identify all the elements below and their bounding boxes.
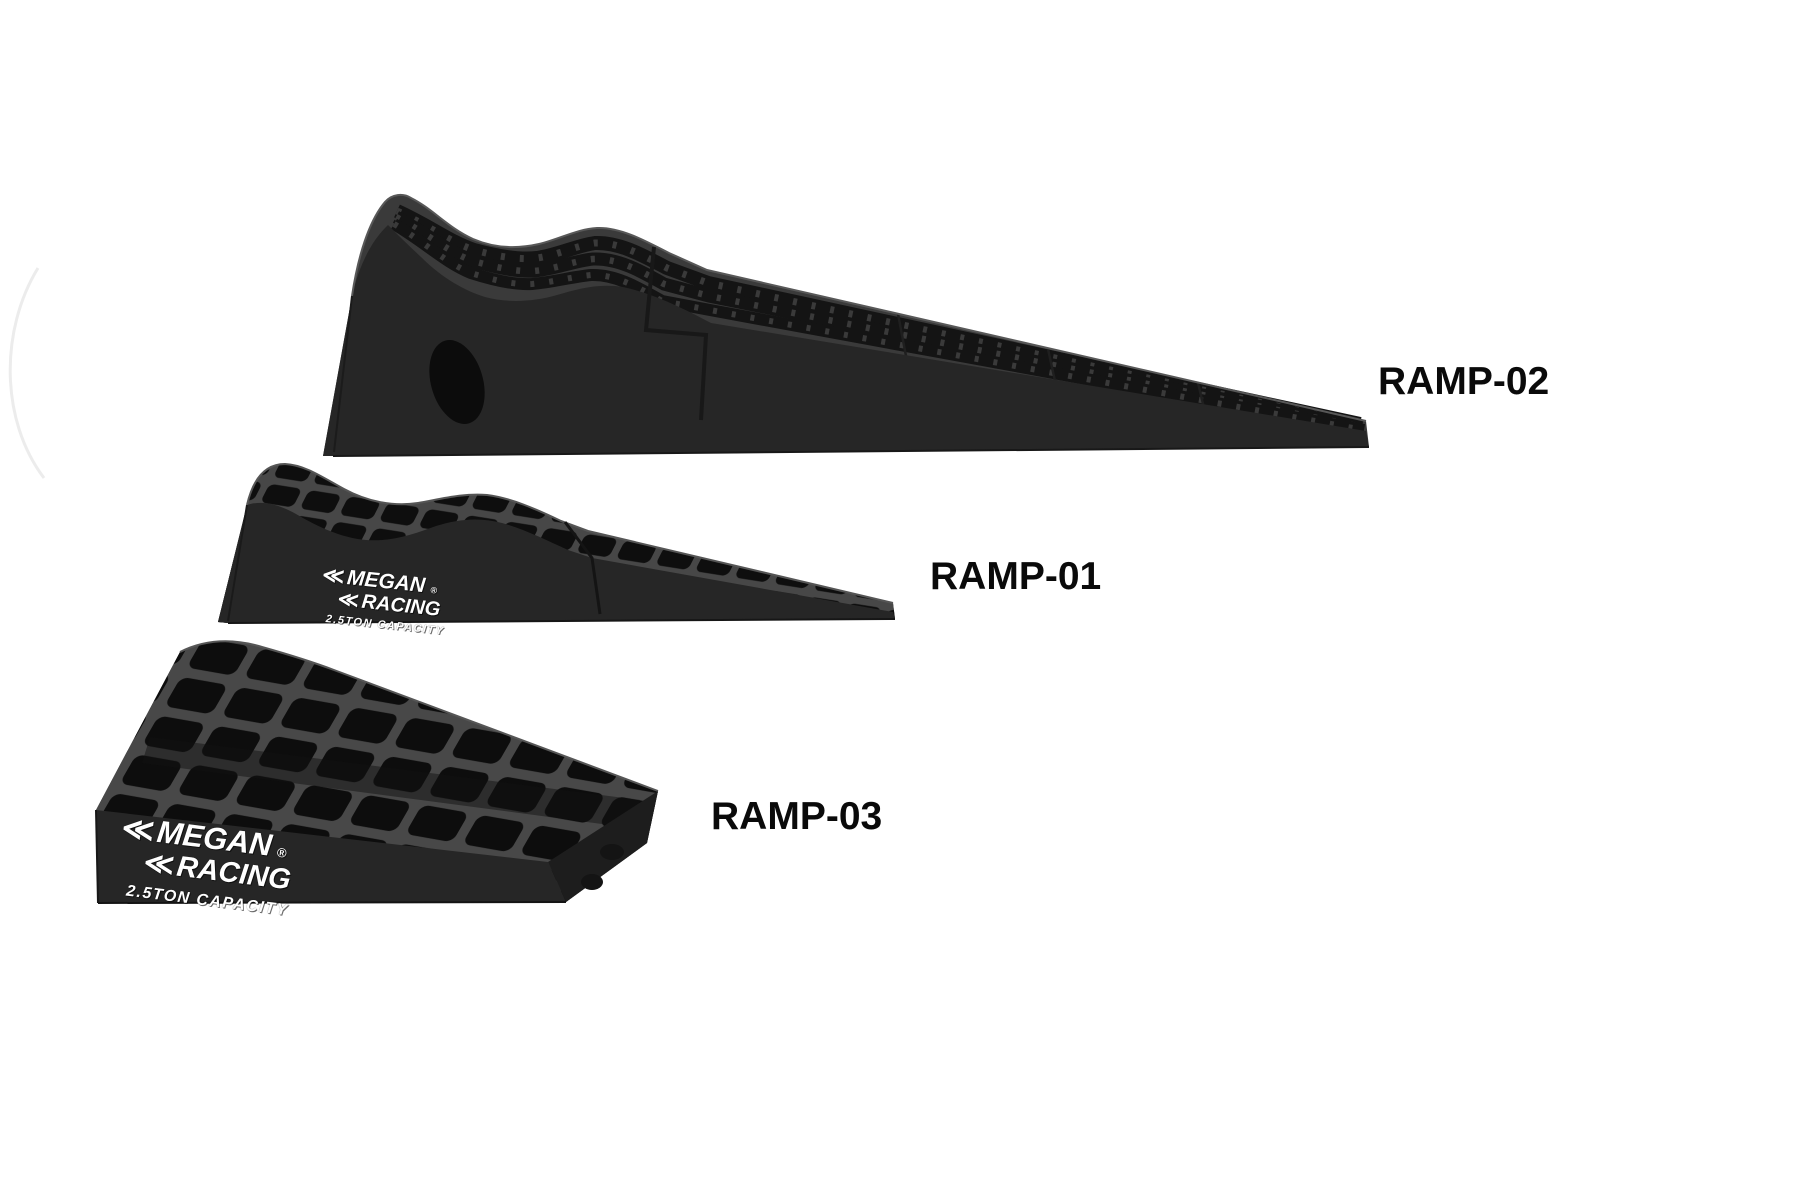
ramp-01-seam xyxy=(563,521,602,615)
ramp-03-foot xyxy=(581,874,603,890)
ramp-01-front-face xyxy=(218,502,895,623)
ramp-03-bottom-edge xyxy=(97,901,567,904)
brand-chevron-icon: ≪ xyxy=(119,809,155,849)
ramp-02-front-face xyxy=(323,225,1369,456)
ramp-02-tread-ticks xyxy=(392,221,1365,433)
ramp-02-panel-joint xyxy=(896,313,908,357)
ramp-01-back-edge-highlight xyxy=(246,462,894,604)
ramp-03-label: RAMP-03 xyxy=(711,795,883,838)
ramp-02-label: RAMP-02 xyxy=(1378,360,1550,403)
ramp-01-bottom-edge xyxy=(227,618,896,624)
ramp-03-foot xyxy=(600,844,624,860)
ramp-03-corner-edge xyxy=(95,809,99,904)
ramp-02-bottom-edge xyxy=(332,446,1370,457)
ramp-02-photo xyxy=(323,193,1370,457)
brand-chevron-icon: ≪ xyxy=(336,588,358,613)
ramp-02-handle-hole xyxy=(429,340,485,424)
ramp-02-seam xyxy=(643,246,709,421)
registered-mark: ® xyxy=(276,844,288,861)
ramp-03-tire-track-band xyxy=(142,737,640,828)
ramp-01-corner-edge xyxy=(227,504,248,622)
ramp-02-back-edge-highlight xyxy=(351,193,1367,422)
ramp-02-tread-ticks xyxy=(395,207,1361,428)
background-edge-artifact xyxy=(8,267,46,479)
ramp-01-photo xyxy=(218,462,896,624)
ramp-02-panel-joint xyxy=(1196,382,1206,409)
ramp-02-tread-ticks xyxy=(394,214,1363,431)
ramp-03-front-face xyxy=(96,810,566,903)
ramp-02-panel-joint xyxy=(1046,348,1057,382)
brand-chevron-icon: ≪ xyxy=(321,563,344,589)
ramp-03-side-face xyxy=(548,791,658,902)
ramp-03-back-edge-highlight xyxy=(179,640,659,792)
registered-mark: ® xyxy=(430,584,438,596)
ramp-01-label: RAMP-01 xyxy=(930,555,1102,598)
brand-chevron-icon: ≪ xyxy=(141,846,175,882)
ramp-03-photo xyxy=(95,640,659,904)
ramp-02-corner-edge xyxy=(333,295,353,453)
